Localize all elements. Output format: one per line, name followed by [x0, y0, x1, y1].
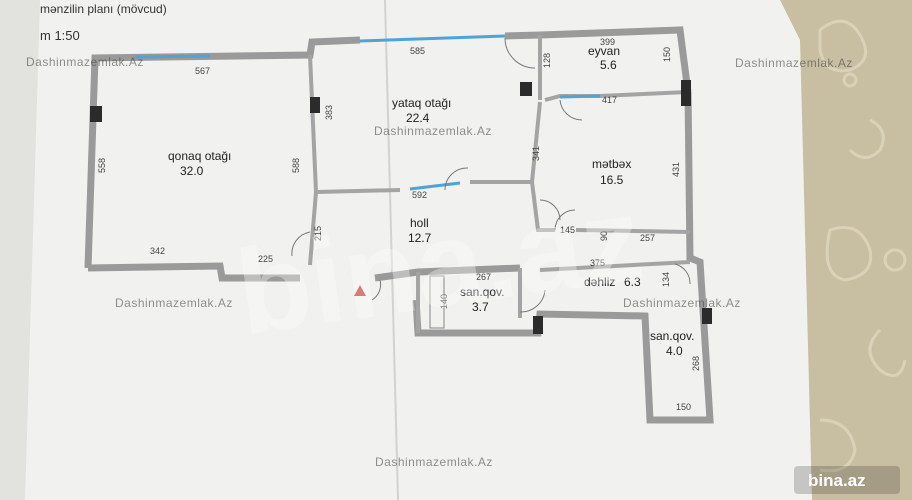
room-area-living: 32.0	[180, 164, 204, 178]
dim-567: 567	[195, 66, 210, 76]
dim-134: 134	[661, 272, 671, 287]
dim-588: 588	[291, 158, 301, 173]
dim-128: 128	[542, 53, 552, 68]
dim-375: 375	[590, 258, 605, 268]
dim-257: 257	[640, 233, 655, 243]
watermark-4: Dashinmazemlak.Az	[115, 296, 233, 310]
paper-shadow	[0, 0, 40, 500]
dim-225: 225	[258, 254, 273, 264]
tablecloth-pattern	[818, 19, 907, 473]
room-name-bath-1: san.qov.	[460, 285, 504, 299]
plan-scale: m 1:50	[40, 28, 80, 43]
paper-fold	[384, 0, 399, 500]
windows	[134, 34, 601, 191]
room-area-bath-2: 4.0	[666, 344, 683, 358]
entrance-marker-icon	[354, 285, 366, 296]
bina-logo: bina.az	[794, 466, 900, 494]
dim-90: 90	[599, 231, 609, 241]
door-swings	[291, 37, 691, 313]
dim-267: 267	[476, 272, 491, 282]
room-name-kitchen: mətbəx	[592, 157, 631, 171]
dim-341: 341	[531, 146, 541, 161]
dim-558: 558	[97, 158, 107, 173]
plan-title: mənzilin planı (mövcud)	[40, 2, 167, 16]
room-area-hall: 12.7	[408, 231, 432, 245]
room-name-bedroom: yataq otağı	[392, 96, 451, 110]
dim-383: 383	[324, 105, 334, 120]
room-area-corridor: 6.3	[624, 275, 641, 289]
room-area-balcony: 5.6	[600, 58, 617, 72]
dim-585: 585	[410, 46, 425, 56]
room-name-corridor: dəhliz	[584, 275, 615, 289]
watermark-2: Dashinmazemlak.Az	[735, 56, 853, 70]
wall-columns	[90, 80, 712, 334]
room-name-hall: holl	[410, 216, 429, 230]
interior-walls	[308, 35, 691, 333]
watermark-3: Dashinmazemlak.Az	[374, 124, 492, 138]
room-name-bath-2: san.qov.	[650, 329, 694, 343]
room-name-balcony: eyvan	[588, 44, 620, 58]
dim-145: 145	[560, 225, 575, 235]
dim-592: 592	[412, 190, 427, 200]
room-name-living: qonaq otağı	[168, 149, 231, 163]
dim-417: 417	[602, 95, 617, 105]
dim-268: 268	[691, 356, 701, 371]
dim-150-bottom: 150	[676, 402, 691, 412]
dim-140: 140	[439, 294, 449, 309]
dimension-labels: 567 585 399 128 150 417 383 558 588 341 …	[97, 37, 701, 412]
room-area-kitchen: 16.5	[600, 173, 624, 187]
dim-215: 215	[313, 226, 323, 241]
watermark-6: Dashinmazemlak.Az	[375, 455, 493, 469]
dim-399: 399	[600, 37, 615, 47]
room-labels: qonaq otağı 32.0 yataq otağı 22.4 eyvan …	[168, 44, 694, 358]
paper-sheet	[0, 0, 812, 500]
watermark-5: Dashinmazemlak.Az	[623, 296, 741, 310]
room-area-bedroom: 22.4	[406, 111, 430, 125]
dim-431: 431	[671, 162, 681, 177]
bina-logo-text: bina.az	[808, 471, 866, 490]
watermark-1: Dashinmazemlak.Az	[26, 55, 144, 69]
room-area-bath-1: 3.7	[472, 300, 489, 314]
bath-fixture	[429, 275, 445, 329]
dim-342: 342	[150, 246, 165, 256]
dim-150-top: 150	[662, 47, 672, 62]
